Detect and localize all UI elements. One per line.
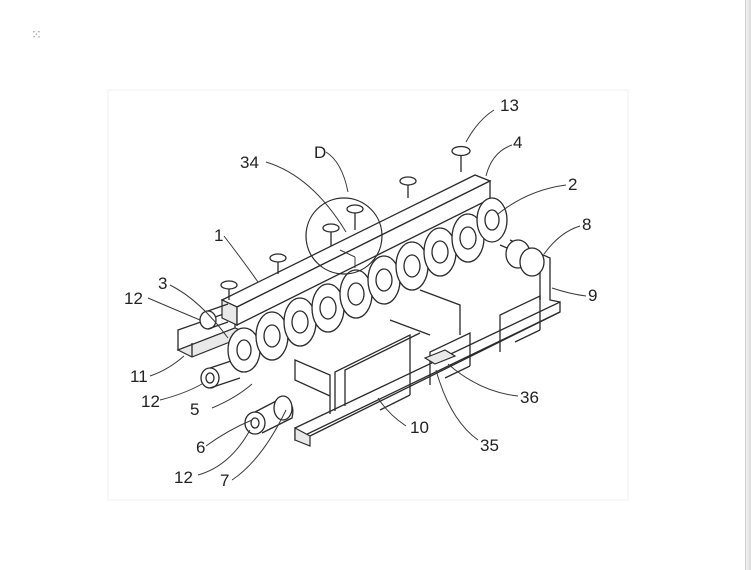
scrollbar-track[interactable] xyxy=(745,0,751,570)
reference-labels: 13 4 2 8 9 D 34 1 3 12 11 12 5 6 12 7 10… xyxy=(124,96,597,490)
shaft-end-lower xyxy=(200,357,241,389)
label-35: 35 xyxy=(480,436,499,455)
leader-lines xyxy=(147,109,587,481)
label-11: 11 xyxy=(130,367,148,386)
motor xyxy=(244,395,294,435)
label-2: 2 xyxy=(568,175,577,194)
label-6: 6 xyxy=(196,438,205,457)
label-12-bottom: 12 xyxy=(174,468,193,487)
label-12-mid: 12 xyxy=(141,392,160,411)
label-3: 3 xyxy=(158,274,167,293)
label-10: 10 xyxy=(410,418,429,437)
label-9: 9 xyxy=(588,286,597,305)
scan-border xyxy=(107,89,629,501)
detail-circle xyxy=(305,197,383,275)
roller-rings xyxy=(227,197,545,373)
label-D: D xyxy=(314,143,326,162)
label-13: 13 xyxy=(500,96,519,115)
upper-beam xyxy=(220,145,492,327)
label-36: 36 xyxy=(520,388,539,407)
label-4: 4 xyxy=(513,133,522,152)
label-7: 7 xyxy=(220,471,229,490)
label-12-top: 12 xyxy=(124,289,143,308)
label-5: 5 xyxy=(190,400,199,419)
label-1: 1 xyxy=(214,226,223,245)
label-8: 8 xyxy=(582,215,591,234)
label-34: 34 xyxy=(240,153,259,172)
drag-handle-icon[interactable]: ⁙ xyxy=(31,28,42,43)
